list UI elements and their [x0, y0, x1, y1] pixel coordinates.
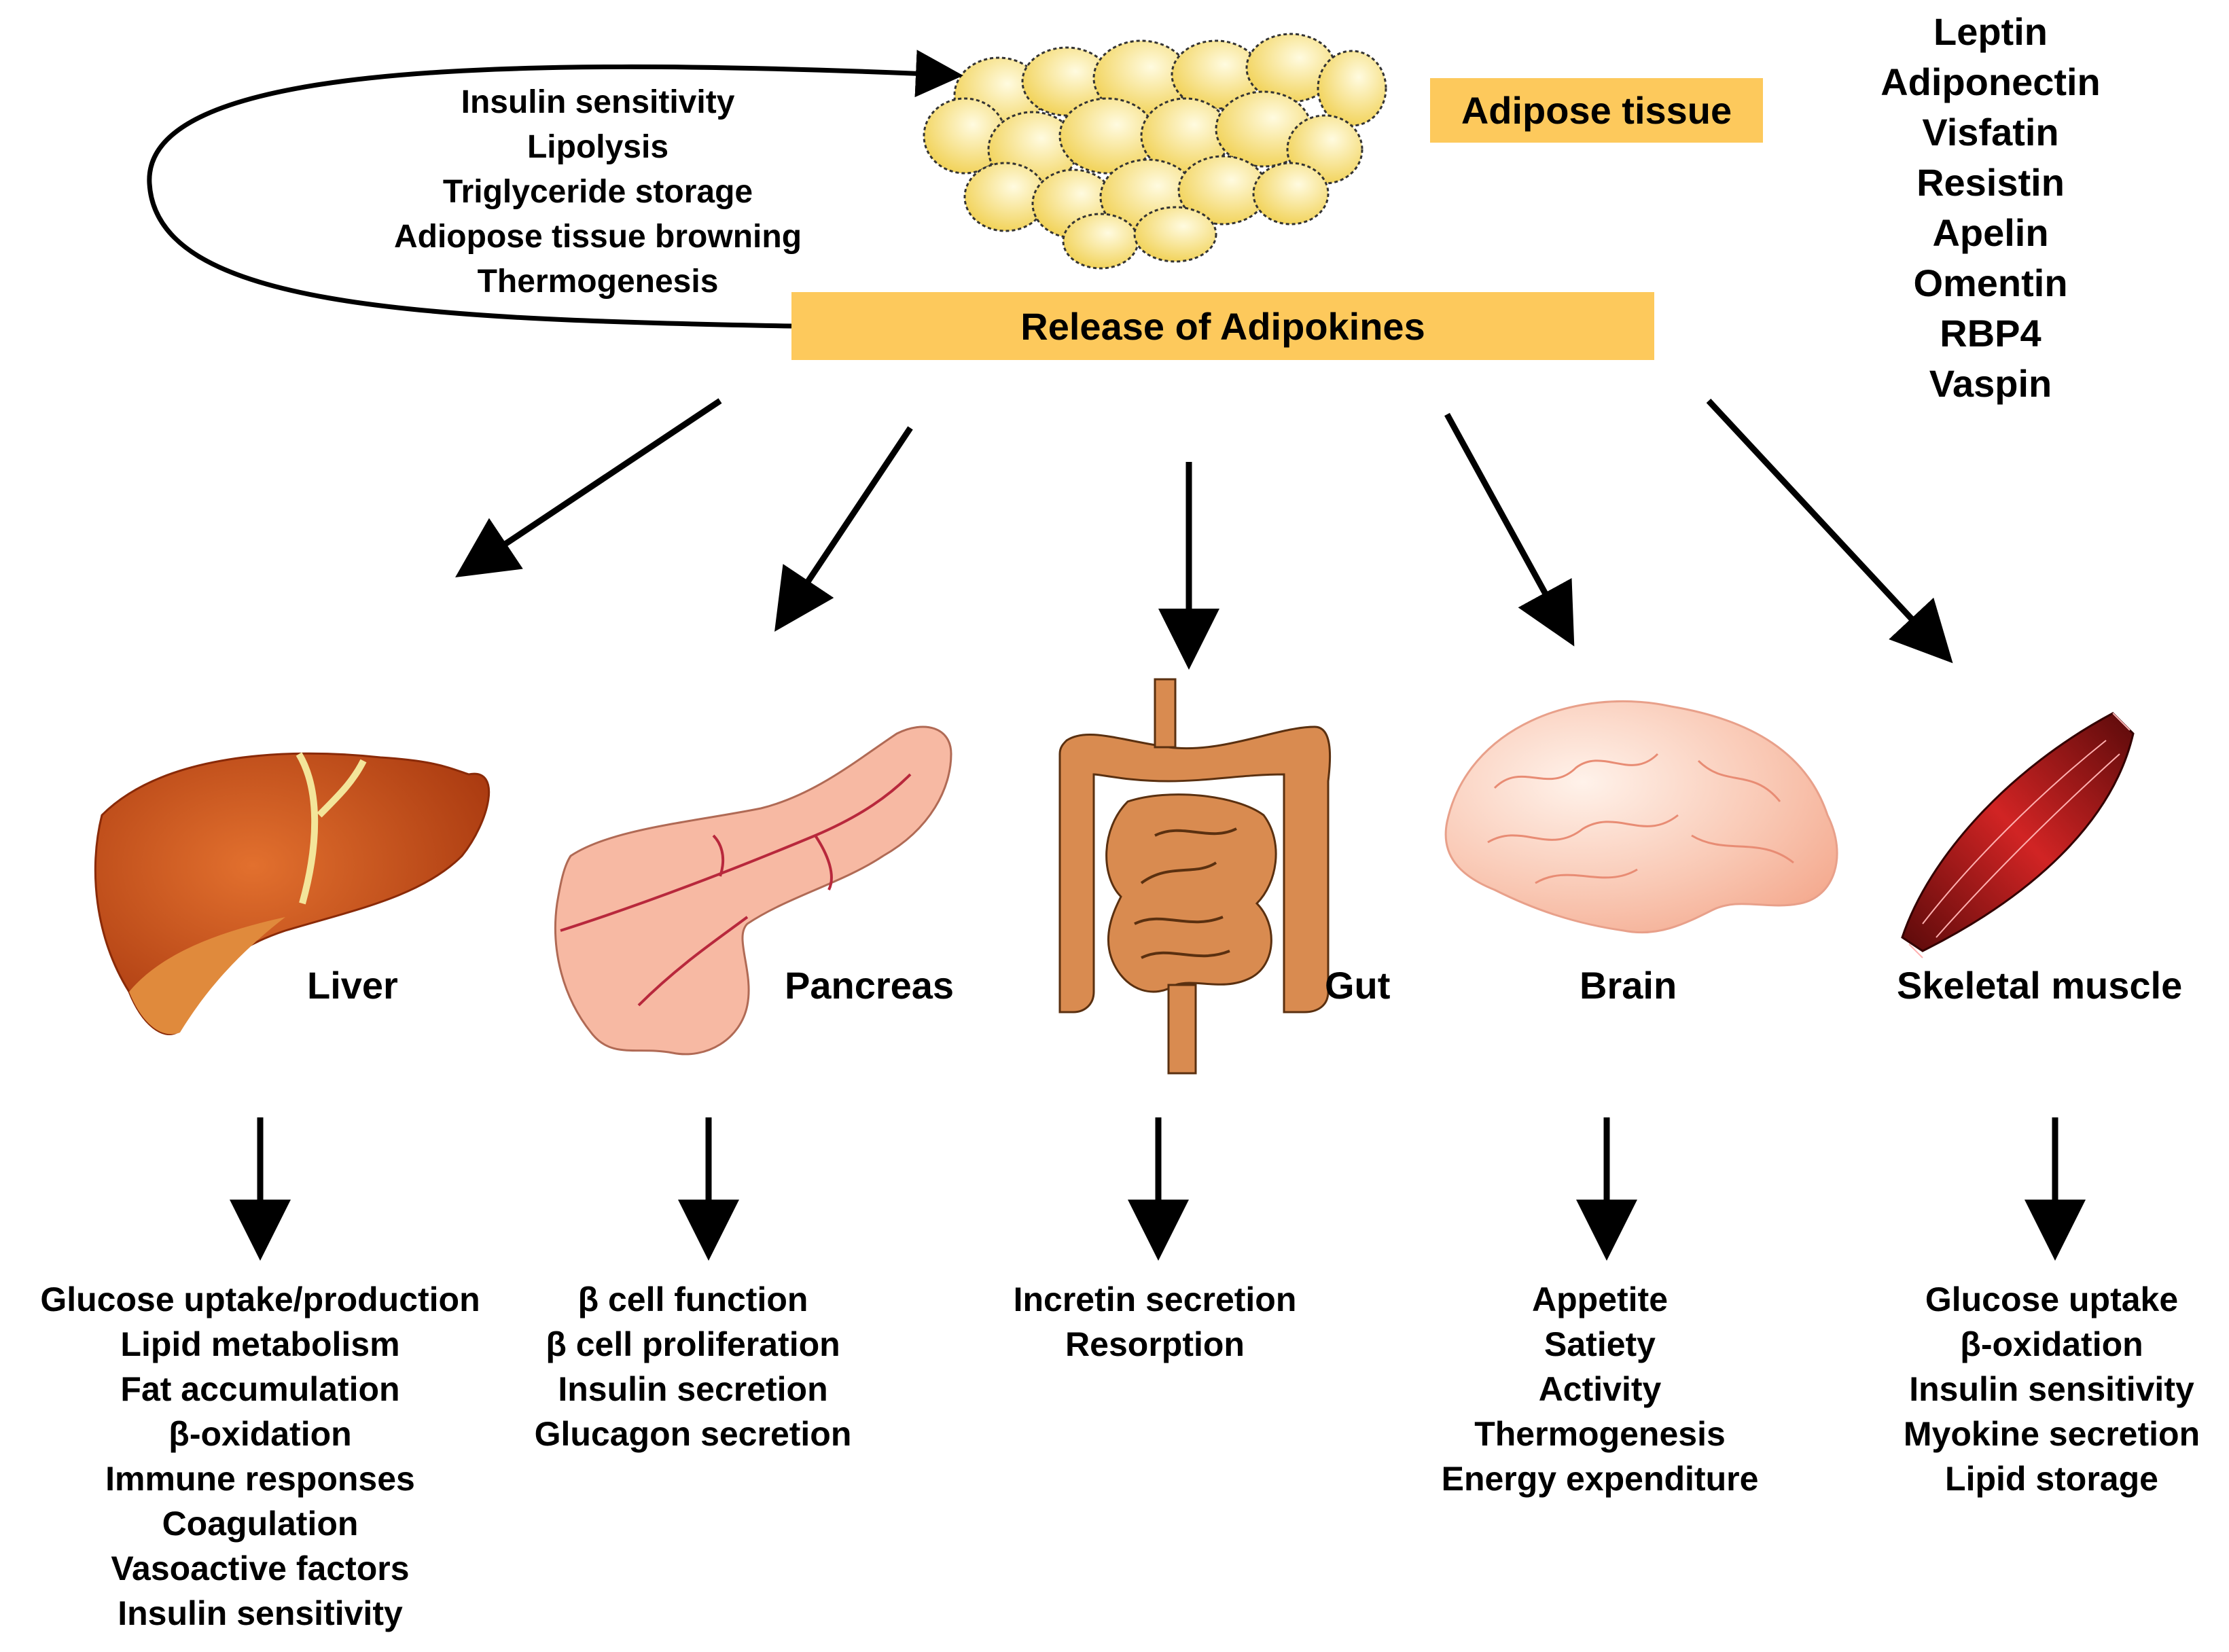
- feedback-effects-list: Insulin sensitivity Lipolysis Triglyceri…: [340, 80, 856, 304]
- effect-item: β cell proliferation: [546, 1325, 840, 1363]
- effect-item: Thermogenesis: [1474, 1415, 1726, 1453]
- effect-item: Insulin secretion: [558, 1370, 828, 1408]
- release-of-adipokines-text: Release of Adipokines: [1020, 304, 1425, 348]
- effect-item: Fat accumulation: [120, 1370, 400, 1408]
- adipokine-item: RBP4: [1940, 312, 2041, 355]
- effect-item: Energy expenditure: [1441, 1460, 1759, 1498]
- adipokine-item: Resistin: [1916, 161, 2065, 204]
- effect-item: Resorption: [1065, 1325, 1245, 1363]
- feedback-loop-arrow: [147, 50, 963, 329]
- effects-list-liver: Glucose uptake/production Lipid metaboli…: [9, 1277, 512, 1636]
- organ-label-brain: Brain: [1580, 964, 1677, 1007]
- pancreas-illustration: [554, 725, 952, 1056]
- effect-item: Glucose uptake: [1925, 1280, 2179, 1318]
- feedback-effect: Thermogenesis: [477, 264, 719, 300]
- effect-item: Coagulation: [162, 1505, 359, 1543]
- effect-item: Satiety: [1544, 1325, 1656, 1363]
- organ-label-liver: Liver: [307, 964, 398, 1007]
- gut-illustration: [1058, 678, 1332, 1075]
- effects-list-skeletal-muscle: Glucose uptake β-oxidation Insulin sensi…: [1875, 1277, 2228, 1501]
- adipose-tissue-illustration: [923, 33, 1387, 270]
- effect-item: Incretin secretion: [1013, 1280, 1297, 1318]
- feedback-effect: Insulin sensitivity: [461, 84, 735, 120]
- feedback-effect: Triglyceride storage: [442, 174, 753, 210]
- adipokine-item: Vaspin: [1929, 362, 2052, 405]
- adipokine-item: Apelin: [1932, 211, 2049, 254]
- effect-item: β cell function: [577, 1280, 808, 1318]
- organ-label-gut: Gut: [1325, 964, 1391, 1007]
- effect-item: Immune responses: [105, 1460, 415, 1498]
- effects-list-gut: Incretin secretion Resorption: [971, 1277, 1338, 1367]
- effect-item: Glucose uptake/production: [40, 1280, 480, 1318]
- adipokine-item: Leptin: [1933, 10, 2048, 53]
- adipose-tissue-label: Adipose tissue: [1430, 78, 1763, 143]
- effects-list-brain: Appetite Satiety Activity Thermogenesis …: [1410, 1277, 1790, 1501]
- effect-arrows: [230, 1117, 2086, 1261]
- brain-illustration: [1444, 700, 1838, 934]
- effect-item: Appetite: [1532, 1280, 1668, 1318]
- release-of-adipokines-label: Release of Adipokines: [791, 292, 1654, 360]
- effect-item: β-oxidation: [1960, 1325, 2143, 1363]
- effect-item: Lipid metabolism: [120, 1325, 400, 1363]
- effects-list-pancreas: β cell function β cell proliferation Ins…: [503, 1277, 883, 1456]
- organ-label-pancreas: Pancreas: [785, 964, 955, 1007]
- effect-item: Insulin sensitivity: [118, 1594, 403, 1632]
- effect-item: Glucagon secretion: [534, 1415, 852, 1453]
- effect-item: Myokine secretion: [1903, 1415, 2200, 1453]
- organ-label-skeletal-muscle: Skeletal muscle: [1897, 964, 2183, 1007]
- effect-item: Insulin sensitivity: [1909, 1370, 2194, 1408]
- adipose-tissue-label-text: Adipose tissue: [1461, 89, 1732, 132]
- adipokine-list: Leptin Adiponectin Visfatin Resistin Ape…: [1848, 7, 2133, 409]
- effect-item: Activity: [1538, 1370, 1662, 1408]
- effect-item: Lipid storage: [1945, 1460, 2158, 1498]
- skeletal-muscle-illustration: [1901, 712, 2135, 958]
- adipokine-item: Omentin: [1913, 262, 2068, 304]
- liver-illustration: [94, 752, 491, 1035]
- adipokine-item: Adiponectin: [1880, 60, 2101, 103]
- feedback-effect: Lipolysis: [527, 129, 669, 165]
- adipokine-item: Visfatin: [1922, 111, 2059, 154]
- effect-item: Vasoactive factors: [111, 1549, 410, 1587]
- release-arrows: [455, 398, 1953, 670]
- effect-item: β-oxidation: [168, 1415, 352, 1453]
- feedback-effect: Adiopose tissue browning: [393, 219, 802, 255]
